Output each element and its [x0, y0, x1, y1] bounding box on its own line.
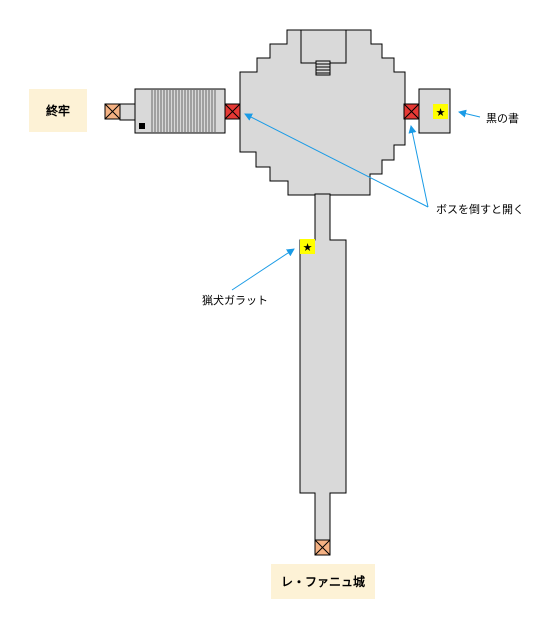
locked-door-west[interactable]: [224, 103, 241, 120]
north-alcove: [300, 29, 347, 64]
location-label-west: 終牢: [29, 89, 87, 132]
annotation-item-corridor: 猟犬ガラット: [202, 294, 268, 307]
boss-room: [239, 29, 406, 196]
arrow-to-east-door: [408, 125, 429, 208]
arrow-to-west-door: [244, 113, 429, 208]
exit-door-south[interactable]: [314, 539, 331, 556]
arrow-to-item-corridor: [231, 248, 295, 291]
arrow-to-item-east: [458, 109, 481, 118]
west-room-marker: [139, 123, 145, 129]
item-marker-east[interactable]: ★: [433, 104, 448, 119]
location-label-west-text: 終牢: [45, 104, 70, 118]
svg-text:★: ★: [303, 241, 313, 254]
svg-text:★: ★: [436, 106, 446, 119]
west-stairs: [151, 90, 216, 132]
location-label-south: レ・ファニュ城: [271, 564, 375, 599]
annotation-item-east: 黒の書: [486, 112, 519, 125]
annotation-boss-doors: ボスを倒すと開く: [436, 203, 524, 216]
stairs-up: [315, 60, 331, 76]
location-label-south-text: レ・ファニュ城: [280, 575, 365, 589]
exit-door-west[interactable]: [104, 103, 121, 120]
locked-door-east[interactable]: [403, 103, 420, 120]
item-marker-corridor[interactable]: ★: [300, 239, 315, 254]
